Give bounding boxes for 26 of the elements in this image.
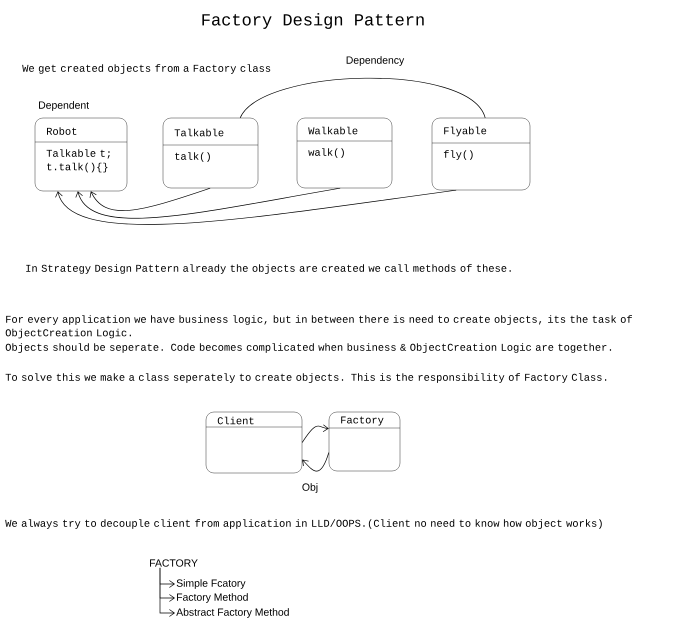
edge-label: Obj (300, 482, 320, 494)
arrow (75, 188, 341, 219)
edge-label: Dependency (344, 55, 406, 67)
arrow (302, 452, 330, 472)
arrow (55, 190, 457, 225)
tree-item: Factory Method (177, 593, 248, 603)
note-text: Objects should be seperate. Code becomes complicated when business & ObjectCreation Logic are together. (6, 343, 612, 353)
class-box: Robot Talkable t; t.talk(){} (34, 118, 128, 192)
class-box: Client (206, 412, 302, 474)
note-text: In Strategy Design Pattern already the objects are created we call methods of these. (26, 264, 511, 274)
note-text: To solve this we make a class seperately to create objects. This is the responsibility of Factory Class. (6, 373, 606, 383)
tree-item: Simple Fcatory (176, 579, 246, 589)
arrow (302, 424, 329, 443)
class-box: Talkable talk() (162, 118, 258, 188)
tree-item: FACTORY (150, 559, 198, 567)
class-box: Walkable walk() (296, 118, 392, 188)
arrow (160, 568, 175, 617)
class-box: Factory (328, 412, 400, 472)
class-box: Flyable fly() (432, 118, 530, 190)
box-caption: Dependent (39, 101, 89, 111)
arrow (90, 188, 211, 211)
note-text: We get created objects from a Factory class (22, 64, 270, 74)
note-text: We always try to decouple client from application in LLD/OOPS.(Client no need to know how object works) (5, 519, 602, 529)
tree-item: Abstract Factory Method (176, 608, 289, 618)
title: Factory Design Pattern (202, 13, 424, 29)
note-text: For every application we have business logic, but in between there is need to create objects, its the task of ObjectCreation Logic. (6, 315, 632, 338)
